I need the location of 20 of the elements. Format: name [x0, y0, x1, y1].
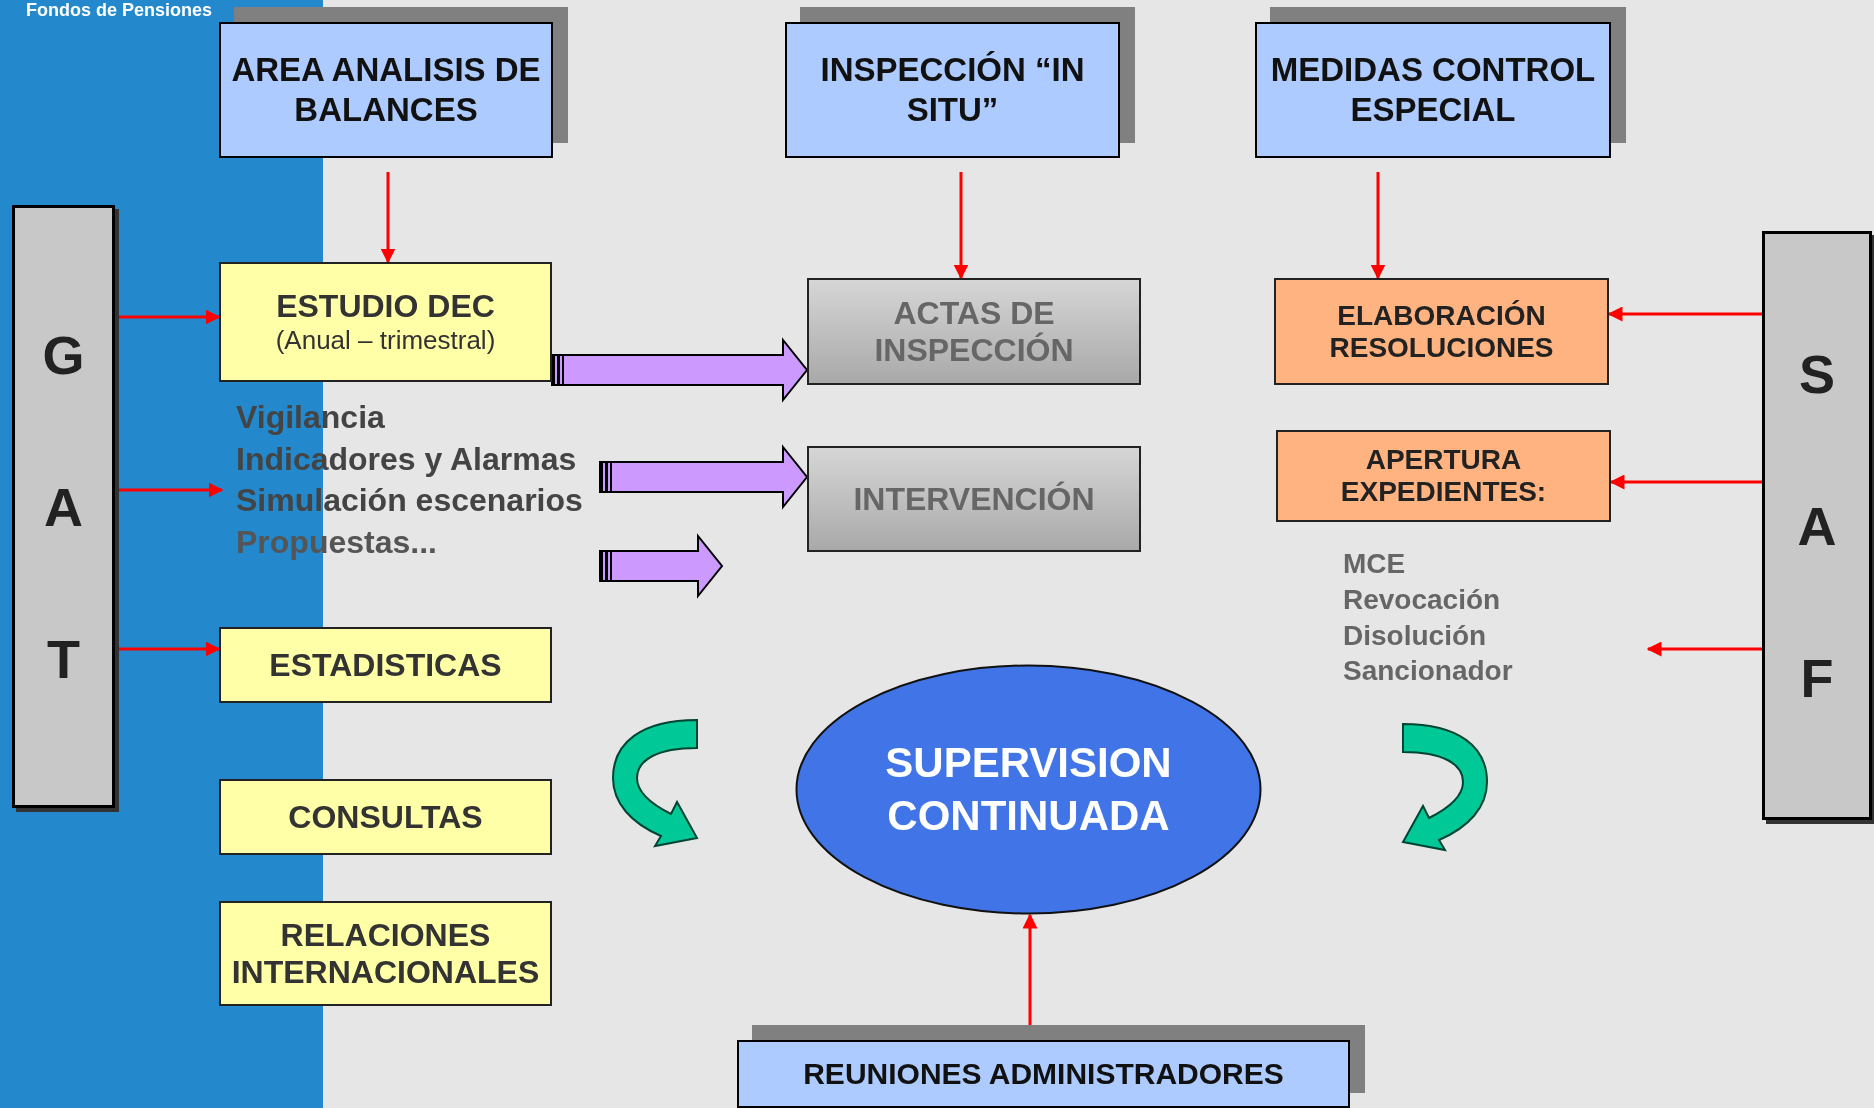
process-box: ESTADISTICAS: [219, 627, 552, 703]
arrow: [1646, 641, 1762, 657]
box-label: ESTUDIO DEC: [276, 288, 495, 325]
arrow: [953, 172, 969, 280]
page-title: Fondos de Pensiones: [26, 0, 213, 21]
ellipse-label: SUPERVISION CONTINUADA: [884, 738, 1173, 841]
list-item: Revocación: [1343, 582, 1501, 617]
box-label: (Anual – trimestral): [275, 325, 496, 356]
process-box: RELACIONES INTERNACIONALES: [219, 901, 552, 1006]
process-box: ELABORACIÓN RESOLUCIONES: [1274, 278, 1609, 385]
arrow: [1370, 172, 1386, 280]
list-item: Sancionador: [1343, 654, 1513, 689]
process-box: ACTAS DE INSPECCIÓN: [807, 278, 1141, 385]
process-box: [219, 262, 552, 382]
process-box: CONSULTAS: [219, 779, 552, 855]
arrow: [380, 172, 396, 264]
process-box: INTERVENCIÓN: [807, 446, 1141, 552]
list-item: Disolución: [1343, 618, 1487, 653]
list-item: MCE: [1343, 547, 1406, 582]
process-box: APERTURA EXPEDIENTES:: [1276, 430, 1611, 522]
